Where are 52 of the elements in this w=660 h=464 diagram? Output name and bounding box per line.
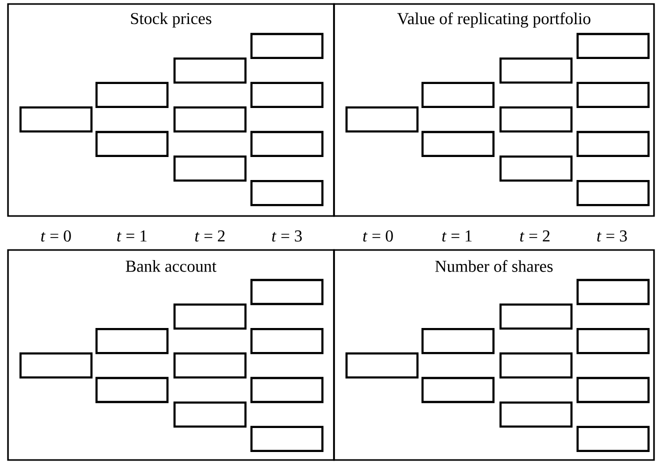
value-box	[576, 328, 650, 354]
value-box	[19, 106, 93, 133]
value-box	[173, 352, 247, 379]
value-box	[173, 401, 247, 428]
value-box	[499, 57, 573, 84]
time-label: t = 0	[41, 230, 71, 242]
time-label: t = 0	[363, 230, 393, 242]
value-box	[421, 328, 495, 354]
value-box	[250, 130, 324, 158]
value-box	[499, 155, 573, 182]
value-box	[576, 82, 650, 108]
tree-panel: Number of shares	[333, 249, 655, 461]
value-box	[421, 376, 495, 404]
value-box	[95, 376, 169, 404]
value-box	[499, 106, 573, 133]
value-box	[345, 352, 419, 379]
value-box	[576, 278, 650, 306]
value-box	[250, 376, 324, 404]
value-box	[250, 328, 324, 354]
value-box	[250, 278, 324, 306]
value-box	[250, 180, 324, 206]
time-label: t = 3	[272, 230, 302, 242]
time-label: t = 3	[597, 230, 627, 242]
time-label: t = 2	[195, 230, 225, 242]
time-label: t = 1	[442, 230, 472, 242]
value-box	[95, 130, 169, 158]
tree-panel: Stock prices	[7, 3, 335, 217]
value-box	[499, 401, 573, 428]
time-label: t = 2	[520, 230, 550, 242]
value-box	[95, 82, 169, 108]
value-box	[250, 32, 324, 60]
tree-panel: Bank account	[7, 249, 335, 461]
value-box	[576, 32, 650, 60]
value-box	[19, 352, 93, 379]
value-box	[576, 376, 650, 404]
value-box	[173, 57, 247, 84]
value-box	[173, 155, 247, 182]
value-box	[95, 328, 169, 354]
value-box	[250, 426, 324, 452]
value-box	[421, 130, 495, 158]
value-box	[499, 303, 573, 330]
value-box	[499, 352, 573, 379]
value-box	[576, 180, 650, 206]
value-box	[345, 106, 419, 133]
value-box	[250, 82, 324, 108]
time-label: t = 1	[117, 230, 146, 242]
tree-panel: Value of replicating portfolio	[333, 3, 655, 217]
value-box	[576, 130, 650, 158]
value-box	[173, 303, 247, 330]
value-box	[576, 426, 650, 452]
value-box	[173, 106, 247, 133]
value-box	[421, 82, 495, 108]
